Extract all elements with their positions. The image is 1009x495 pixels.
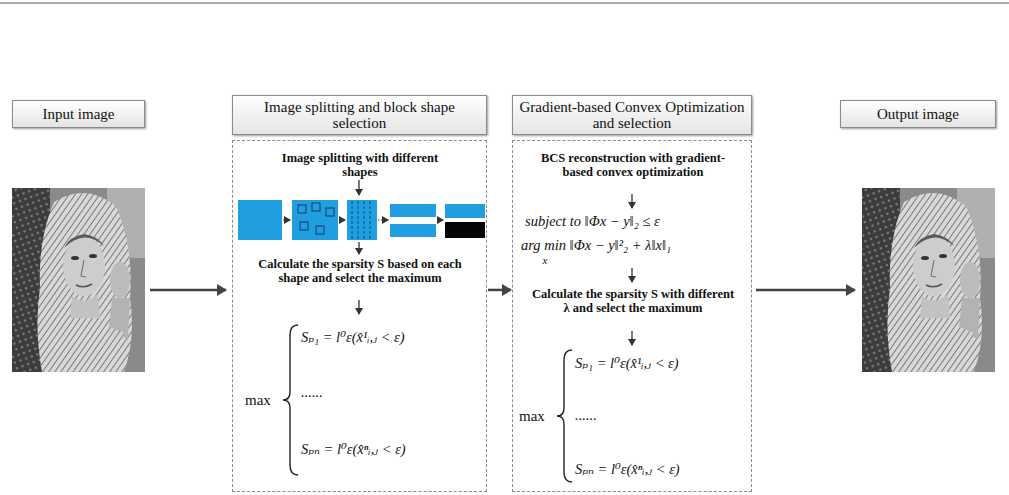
flow-arrow: [756, 289, 855, 292]
formula-text: Sₚ₁ = l⁰ε(x̂¹ᵢ,ⱼ < ε): [301, 329, 483, 346]
formula-text: ......: [301, 384, 401, 401]
formula-text: max: [245, 392, 285, 409]
flow-arrow: [150, 289, 226, 292]
formula-text: Sₚₙ = l⁰ε(x̂ⁿᵢ,ⱼ < ε): [575, 461, 751, 478]
header-text: Image splitting and block shape selectio…: [238, 99, 481, 131]
stage-panel: Image splitting with different shapesCal…: [232, 140, 487, 492]
formula-text: Sₚ₁ = l⁰ε(x̂¹ᵢ,ⱼ < ε): [575, 355, 751, 372]
formula-text: arg min ‖Φx − y‖²₂ + λ‖x‖₁: [521, 237, 749, 254]
header-text: Input image: [13, 106, 144, 122]
step-text: Image splitting with different shapes: [270, 151, 450, 179]
input-photo: [12, 188, 145, 372]
header-box: Image splitting and block shape selectio…: [232, 95, 487, 135]
header-text: Gradient-based Convex Optimization and s…: [518, 99, 746, 131]
formula-text: subject to ‖Φx − y‖₂ ≤ ε: [525, 213, 749, 230]
step-text: Calculate the sparsity S based on each s…: [250, 257, 470, 285]
block-shapes: [238, 200, 485, 240]
formula-text: Sₚₙ = l⁰ε(x̂ⁿᵢ,ⱼ < ε): [301, 441, 483, 458]
header-box: Gradient-based Convex Optimization and s…: [512, 95, 752, 135]
max-braces: [283, 325, 572, 482]
step-text: Calculate the sparsity S with different …: [528, 287, 738, 315]
top-rule: [0, 3, 1009, 4]
stage-panel: BCS reconstruction with gradient-based c…: [512, 140, 752, 492]
formula-text: x: [535, 254, 555, 266]
flow-arrow: [488, 289, 511, 292]
output-photo: [862, 188, 995, 372]
step-text: BCS reconstruction with gradient-based c…: [535, 151, 731, 179]
header-box: Output image: [840, 100, 996, 128]
formula-text: max: [519, 408, 559, 425]
header-box: Input image: [12, 100, 145, 128]
formula-text: ......: [575, 407, 675, 424]
header-text: Output image: [841, 106, 995, 122]
